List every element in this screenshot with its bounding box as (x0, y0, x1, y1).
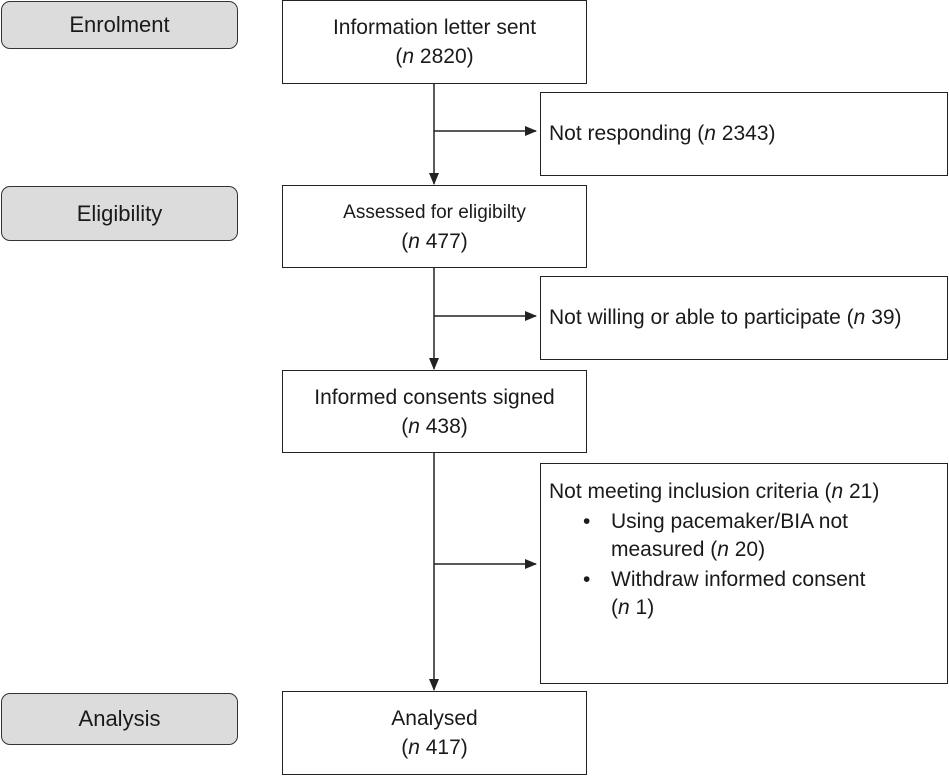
exclusion-label: Not responding (549, 122, 692, 145)
n-symbol: n (853, 306, 866, 329)
stage-label-eligibility: Eligibility (1, 186, 238, 241)
exclusion-not-meeting-header: Not meeting inclusion criteria (n 21) (549, 480, 880, 503)
node-information-letter-count: (n 2820) (395, 45, 474, 68)
n-symbol: n (408, 229, 420, 253)
node-assessed-eligibility-title: Assessed for eligibilty (343, 201, 526, 223)
node-assessed-eligibility-count: (n 477) (401, 229, 468, 253)
stage-label-enrolment: Enrolment (1, 1, 238, 49)
count-value: 477 (425, 229, 461, 253)
stage-label-analysis-text: Analysis (78, 706, 161, 731)
exclusion-reasons-list: Using pacemaker/BIA not measured (n 20) … (549, 508, 939, 622)
n-symbol: n (408, 736, 420, 759)
stage-label-eligibility-text: Eligibility (76, 200, 163, 226)
exclusion-not-responding: Not responding (n 2343) (540, 92, 948, 176)
exclusion-label: Not meeting inclusion criteria (549, 480, 819, 503)
count-value: 417 (425, 736, 461, 759)
node-analysed-count: (n 417) (401, 736, 468, 759)
node-analysed-title: Analysed (391, 707, 478, 730)
count-value: 20 (734, 538, 759, 561)
stage-label-analysis: Analysis (1, 693, 238, 745)
reason-text: Using pacemaker/BIA not measured (611, 510, 848, 561)
exclusion-not-willing-text: Not willing or able to participate (n 39… (549, 306, 902, 329)
exclusion-not-meeting-criteria: Not meeting inclusion criteria (n 21) Us… (540, 463, 948, 684)
n-symbol: n (618, 596, 630, 619)
count-value: 438 (425, 414, 461, 438)
stage-label-enrolment-text: Enrolment (69, 12, 170, 37)
node-informed-consents-title: Informed consents signed (314, 385, 555, 409)
node-informed-consents-count: (n 438) (401, 414, 468, 438)
n-symbol: n (402, 45, 415, 68)
count-value: 21 (848, 480, 873, 503)
node-information-letter: Information letter sent (n 2820) (282, 0, 587, 84)
node-analysed: Analysed (n 417) (282, 691, 587, 775)
count-value: 1 (635, 596, 648, 619)
node-assessed-eligibility: Assessed for eligibilty (n 477) (282, 185, 587, 268)
n-symbol: n (704, 122, 716, 145)
n-symbol: n (717, 538, 729, 561)
list-item: Using pacemaker/BIA not measured (n 20) (575, 508, 939, 564)
n-symbol: n (408, 414, 420, 438)
reason-text: Withdraw informed consent (611, 568, 866, 591)
node-informed-consents: Informed consents signed (n 438) (282, 370, 587, 453)
count-value: 39 (871, 306, 895, 329)
exclusion-not-responding-text: Not responding (n 2343) (549, 122, 776, 145)
n-symbol: n (831, 480, 844, 503)
node-information-letter-title: Information letter sent (332, 16, 537, 39)
count-value: 2820 (419, 45, 467, 68)
exclusion-not-willing: Not willing or able to participate (n 39… (540, 276, 948, 360)
list-item: Withdraw informed consent(n 1) (575, 566, 939, 622)
count-value: 2343 (721, 122, 769, 145)
exclusion-label: Not willing or able to participate (549, 306, 841, 329)
